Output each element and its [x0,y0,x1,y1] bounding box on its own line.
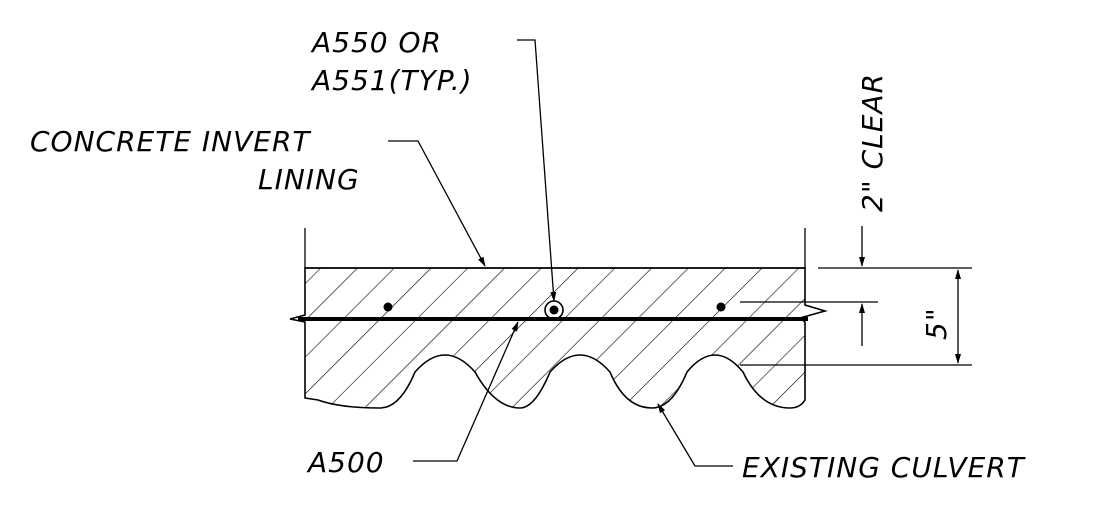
clear-cover-label: 2" CLEAR [856,73,889,212]
rebar-dot-left [383,302,393,312]
rebar-callout-line1: A550 OR [310,26,442,59]
thickness-label: 5" [920,307,953,340]
culvert-callout-label: EXISTING CULVERT [742,451,1026,484]
lining-callout-leader [388,140,486,267]
rebar-callout-line2: A551(TYP.) [310,64,473,97]
mesh-callout-leader [413,321,519,462]
mesh-callout-label: A500 [306,446,385,479]
concrete-section-hatch [289,267,828,409]
rebar-dot-center [549,305,559,315]
lining-callout-line2: LINING [258,163,360,196]
lining-callout-line1: CONCRETE INVERT [30,125,311,158]
rebar-dot-right [716,302,726,312]
culvert-callout-leader [657,403,733,467]
rebar-callout-leader [517,39,557,302]
